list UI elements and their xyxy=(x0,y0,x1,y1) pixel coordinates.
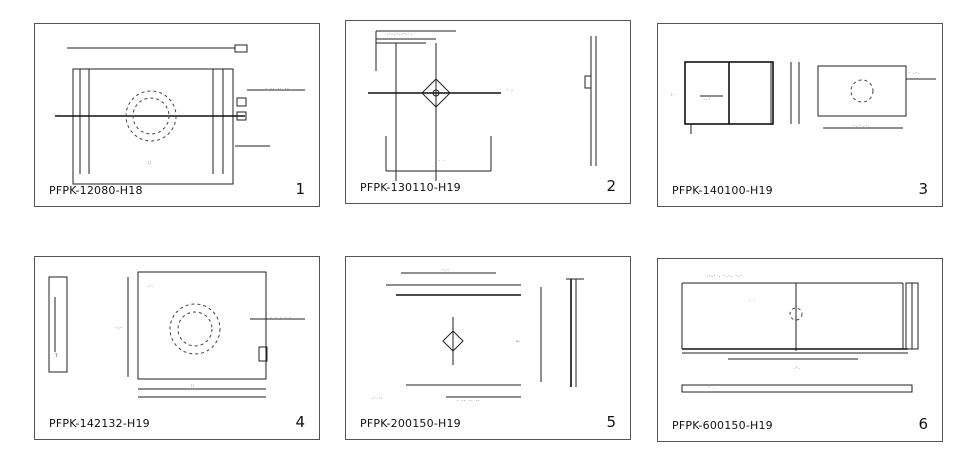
technical-drawing-1: -.- :: - -- -- -- xyxy=(53,44,305,185)
svg-text:- -.- -.-: - -.- -.- xyxy=(270,315,292,320)
part-number-label: PFPK-12080-H18 xyxy=(49,184,143,197)
svg-text:-.-: -.- xyxy=(442,267,449,272)
svg-text:-:-: -:- xyxy=(115,325,122,330)
svg-text:::: :: xyxy=(147,160,152,165)
svg-text:.-.: .-. xyxy=(147,283,154,288)
drawing-panel-5[interactable]: -.- .-.-. - -- -- -- =. PFPK-200150-H19 … xyxy=(345,256,631,440)
svg-text:::: :: xyxy=(190,383,195,388)
panel-number: 5 xyxy=(606,413,616,431)
svg-text:.-.: .-. xyxy=(793,365,800,370)
svg-text:- .-.: - .-. xyxy=(908,70,920,75)
svg-text:-.-: -.- xyxy=(53,112,60,117)
drawing-panel-1[interactable]: -.- :: - -- -- -- PFPK-12080-H18 1 xyxy=(34,23,320,207)
drawing-panel-2[interactable]: .-..-..-.-. . . - , PFPK-130110-H19 2 xyxy=(345,20,631,204)
svg-text:.-.- . -.-. -.-: .-.- . -.-. -.- xyxy=(706,273,742,278)
technical-drawing-6: .-.- . -.-. -.- . . .-. - . xyxy=(681,273,919,393)
svg-text::-: :- xyxy=(670,92,675,97)
part-number-label: PFPK-200150-H19 xyxy=(360,417,461,430)
svg-text:- -- -- --: - -- -- -- xyxy=(456,398,480,403)
panel-number: 1 xyxy=(295,180,305,198)
svg-text:- .: - . xyxy=(708,385,715,390)
technical-drawing-5: -.- .-.-. - -- -- -- =. xyxy=(371,267,584,403)
panel-number: 4 xyxy=(295,413,305,431)
panel-number: 3 xyxy=(918,180,928,198)
svg-text:-.- .-.: -.- .-. xyxy=(853,123,870,128)
svg-text:.-.-.: .-.-. xyxy=(371,395,383,400)
drawing-panel-4[interactable]: T .-. -:- :: - -.- -.- PFPK-142132-H19 4 xyxy=(34,256,320,440)
part-number-label: PFPK-600150-H19 xyxy=(672,419,773,432)
part-number-label: PFPK-130110-H19 xyxy=(360,181,461,194)
technical-drawing-2: .-..-..-.-. . . - , xyxy=(368,30,597,181)
svg-text:. .: . . xyxy=(438,157,445,162)
svg-text:- ,: - , xyxy=(506,87,513,92)
svg-text:..:: ..: xyxy=(703,96,710,101)
part-number-label: PFPK-140100-H19 xyxy=(672,184,773,197)
svg-text:T: T xyxy=(55,353,58,358)
panel-number: 2 xyxy=(606,177,616,195)
svg-text:=.: =. xyxy=(516,338,521,343)
part-number-label: PFPK-142132-H19 xyxy=(49,417,150,430)
technical-drawing-4: T .-. -:- :: - -.- -.- xyxy=(48,271,305,398)
drawing-panel-3[interactable]: :- ..: -.- .-. - .-. PFPK-140100-H19 3 xyxy=(657,23,943,207)
svg-text:. .: . . xyxy=(748,297,755,302)
svg-text:- -- -- --: - -- -- -- xyxy=(265,86,289,91)
svg-text:.-..-..-.-.: .-..-..-.-. xyxy=(386,31,413,36)
drawing-panel-6[interactable]: .-.- . -.-. -.- . . .-. - . PFPK-600150-… xyxy=(657,258,943,442)
panel-number: 6 xyxy=(918,415,928,433)
technical-drawing-3: :- ..: -.- .-. - .-. xyxy=(670,61,936,134)
